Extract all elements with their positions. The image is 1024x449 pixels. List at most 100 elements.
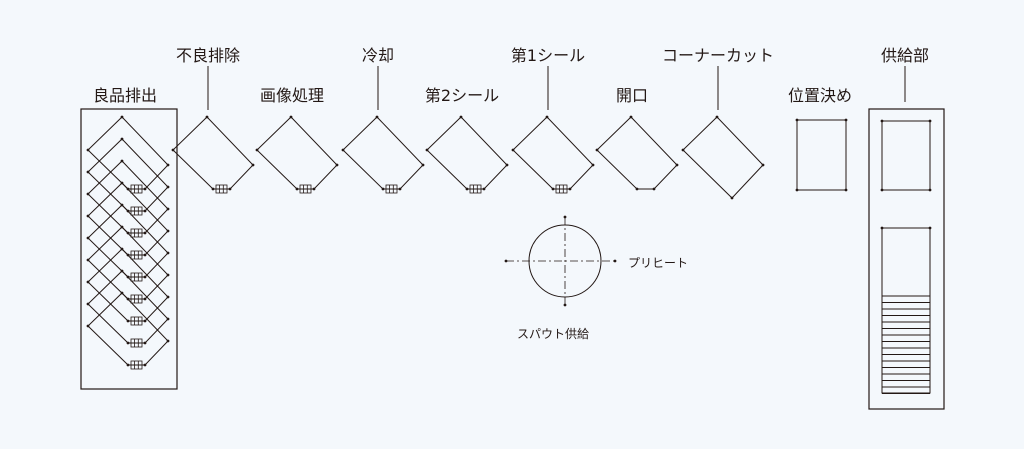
stacked-pouch-vertex: [143, 231, 147, 235]
stacked-pouch-vertex: [126, 209, 130, 213]
station-label: 冷却: [361, 46, 395, 65]
pouch-diamond-vertex: [381, 187, 385, 191]
pouch-diamond-vertex: [465, 187, 469, 191]
grid-icon-lines: [131, 295, 142, 303]
pouch-diamond: [342, 116, 424, 190]
stacked-pouch-vertex: [143, 319, 147, 323]
supply-box: [868, 108, 945, 410]
stacked-pouch-vertex: [126, 297, 130, 301]
grid-icon-lines: [300, 185, 311, 193]
stacked-pouch-vertex: [86, 280, 90, 284]
grid-icon-lines: [386, 185, 397, 193]
stacked-pouch-vertex: [143, 275, 147, 279]
stacked-pouch-vertex: [126, 319, 130, 323]
stacked-pouch-vertex: [120, 137, 124, 141]
pouch-diamond-vertex: [482, 187, 486, 191]
stacked-pouch: [87, 138, 169, 212]
positioning-rect: [796, 119, 847, 191]
stacked-pouch-vertex: [86, 324, 90, 328]
stacked-pouch-vertex: [166, 185, 170, 189]
pouch-diamond-vertex: [251, 163, 255, 167]
station-label: 開口: [615, 86, 649, 105]
pouch-diamond-vertex: [289, 115, 293, 119]
pouch-diamond-vertex: [205, 115, 209, 119]
pouch-diamond-vertex: [511, 148, 515, 152]
pouch-diamond-vertex: [211, 187, 215, 191]
stacked-pouch: [87, 116, 169, 190]
stacked-pouch-vertex: [126, 187, 130, 191]
stacked-pouch-vertex: [143, 187, 147, 191]
pouch-diamond-vertex: [505, 163, 509, 167]
supply-vertex: [880, 188, 884, 192]
supply-vertex: [928, 188, 932, 192]
pouch-diamond-vertex: [459, 115, 463, 119]
stacked-pouch-vertex: [143, 209, 147, 213]
pouch-diamond-vertex: [295, 187, 299, 191]
preheat-label: プリヒート: [628, 256, 689, 270]
grid-icon-lines: [131, 185, 142, 193]
crosshair-vertex: [504, 259, 508, 263]
pouch-diamond-vertex: [595, 148, 599, 152]
grid-icon-lines: [216, 185, 227, 193]
crosshair-vertex: [563, 303, 567, 307]
stacked-pouch-vertex: [166, 251, 170, 255]
pouch-diamond-vertex: [335, 163, 339, 167]
pouch-diamond-vertex: [681, 148, 685, 152]
crosshair-vertex: [613, 259, 617, 263]
pouch-diamond-vertex: [341, 148, 345, 152]
pouch-diamond-vertex: [375, 115, 379, 119]
stacked-pouch-vertex: [126, 363, 130, 367]
grid-icon-lines: [556, 185, 567, 193]
station-label: コーナーカット: [661, 46, 775, 65]
stacked-pouch-vertex: [166, 229, 170, 233]
stacked-pouch-vertex: [86, 170, 90, 174]
stacked-pouch-vertex: [86, 236, 90, 240]
pouch-diamond-vertex: [425, 148, 429, 152]
stacked-pouch-vertex: [143, 253, 147, 257]
grid-icon-lines: [131, 339, 142, 347]
output-box: [80, 108, 178, 390]
pouch-diamond: [426, 116, 508, 190]
supply-stack-rect: [881, 227, 931, 394]
stacked-pouch-vertex: [143, 297, 147, 301]
pouch-diamond-vertex: [675, 163, 679, 167]
pouch-diamond-vertex: [629, 115, 633, 119]
pouch-diamond: [596, 116, 678, 190]
stacked-pouch-vertex: [166, 273, 170, 277]
crosshair-vertex: [563, 215, 567, 219]
stacked-pouch-vertex: [166, 317, 170, 321]
station-label: 良品排出: [92, 86, 158, 105]
stacked-pouch-vertex: [126, 341, 130, 345]
stacked-pouch: [87, 292, 169, 366]
stacked-pouch-vertex: [166, 295, 170, 299]
pouch-diamond: [256, 116, 338, 190]
pouch-diamond-vertex: [255, 148, 259, 152]
stacked-pouch-vertex: [143, 341, 147, 345]
crosshair: [506, 217, 615, 305]
stacked-pouch: [87, 270, 169, 344]
positioning-vertex: [844, 188, 848, 192]
pouch-diamond-vertex: [228, 187, 232, 191]
pouch-diamond-vertex: [545, 115, 549, 119]
station-label: 第1シール: [510, 46, 586, 65]
stacked-pouch-vertex: [126, 275, 130, 279]
grid-icon-lines: [131, 229, 142, 237]
pouch-diamond-vertex: [568, 187, 572, 191]
spout-supply-label: スパウト供給: [517, 327, 590, 341]
supply-vertex: [880, 226, 884, 230]
stacked-pouch-vertex: [126, 253, 130, 257]
stacked-pouch-vertex: [166, 207, 170, 211]
stacked-pouch-vertex: [166, 163, 170, 167]
stacked-pouch-vertex: [86, 302, 90, 306]
stacked-pouch-vertex: [126, 231, 130, 235]
station-label: 画像処理: [259, 86, 325, 105]
stacked-pouch-vertex: [86, 148, 90, 152]
pouch-diamond-vertex: [551, 187, 555, 191]
positioning-vertex: [795, 188, 799, 192]
supply-vertex: [928, 119, 932, 123]
pouch-diamond-vertex: [591, 163, 595, 167]
pouch-diamond: [512, 116, 594, 190]
stacked-pouch: [87, 160, 169, 234]
